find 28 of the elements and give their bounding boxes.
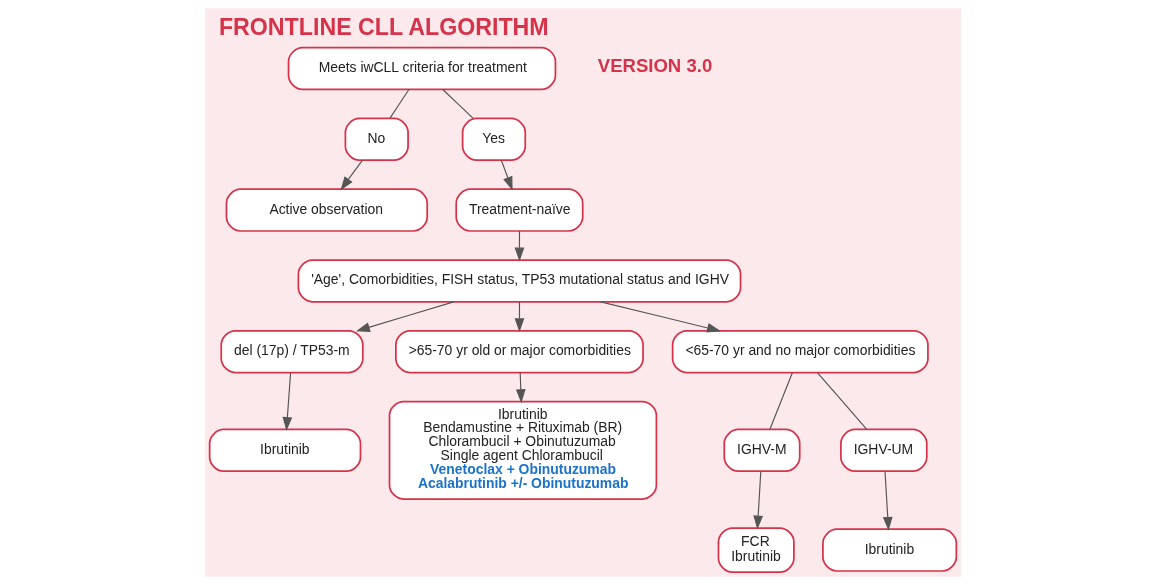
node-box: >65-70 yr old or major comorbidities	[394, 329, 644, 374]
node-box: Meets iwCLL criteria for treatment	[287, 46, 556, 91]
node-box: del (17p) / TP53-m	[219, 329, 364, 374]
label: VERSION 3.0	[597, 54, 712, 76]
diagram-title: FRONTLINE CLL ALGORITHM	[218, 13, 549, 40]
node-box: Ibrutinib	[208, 428, 361, 473]
node-box: FCR Ibrutinib	[717, 527, 795, 574]
connector	[768, 372, 793, 430]
arrow	[355, 301, 454, 332]
node-box: IGHV-M	[722, 428, 801, 473]
arrow	[752, 471, 763, 530]
arrow	[282, 372, 292, 431]
arrow	[500, 159, 513, 191]
node-box: Active observation	[225, 188, 428, 232]
node-box: Ibrutinib Bendamustine + Rituximab (BR) Chlorambucil + Obinutuzumab Single agent Chlorambucil Venetoclax + Obinutuzumab Acalabrutinib +/- Obinutuzumab	[388, 400, 657, 500]
connector	[816, 372, 867, 430]
node-box: 'Age', Comorbidities, FISH status, TP53 mutational status and IGHV	[297, 259, 741, 303]
node-box: <65-70 yr and no major comorbidities	[671, 329, 929, 374]
node-box: Treatment-naïve	[454, 188, 584, 232]
node-box: No	[344, 117, 409, 162]
arrow	[599, 301, 721, 333]
node-box: Yes	[461, 117, 526, 162]
connector	[388, 88, 409, 119]
arrow	[882, 471, 893, 531]
arrow	[339, 159, 363, 191]
connector	[441, 88, 473, 119]
node-box: IGHV-UM	[839, 428, 928, 473]
node-box: Ibrutinib	[821, 528, 957, 572]
